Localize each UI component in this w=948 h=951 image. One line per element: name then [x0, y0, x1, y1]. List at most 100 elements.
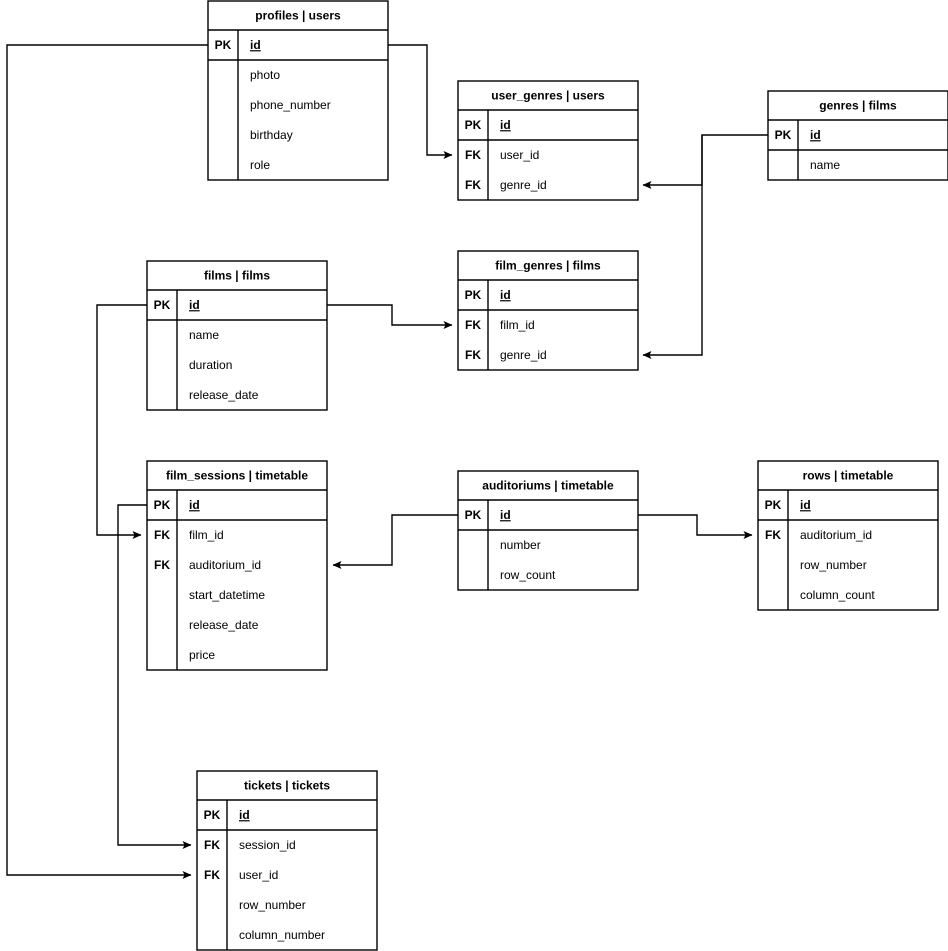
field-name: id: [250, 38, 261, 52]
relationship-connector[interactable]: [642, 135, 703, 359]
field-name: column_number: [239, 928, 325, 942]
relationship-line: [642, 135, 703, 359]
foreign-key-label: FK: [465, 318, 481, 332]
relationship-connector[interactable]: [642, 134, 768, 189]
primary-key-label: PK: [204, 808, 221, 822]
field-name: name: [810, 158, 840, 172]
field-name: phone_number: [250, 98, 331, 112]
entity-box: [207, 0, 389, 181]
entity-title: tickets | tickets: [244, 779, 330, 793]
relationship-line: [638, 514, 753, 539]
field-name: auditorium_id: [800, 528, 872, 542]
entity-box: [196, 770, 378, 951]
entity-field-row[interactable]: PK id: [208, 38, 388, 61]
relationship-connector[interactable]: [332, 514, 458, 569]
primary-key-label: PK: [154, 498, 171, 512]
relationship-connector[interactable]: [638, 514, 753, 539]
entity-field-row[interactable]: column_count: [800, 588, 875, 602]
entity-field-row[interactable]: column_number: [239, 928, 325, 942]
field-name: user_id: [239, 868, 278, 882]
field-name: row_number: [800, 558, 867, 572]
entity-field-row[interactable]: row_number: [800, 558, 867, 572]
relationship-line: [388, 44, 453, 159]
relationship-line: [327, 304, 453, 329]
relationship-connector[interactable]: [327, 304, 453, 329]
field-name: id: [189, 498, 200, 512]
field-name: row_number: [239, 898, 306, 912]
relationship-connector[interactable]: [388, 44, 453, 159]
relationship-connector[interactable]: [96, 304, 147, 539]
entity-field-row[interactable]: duration: [189, 358, 232, 372]
entity-field-row[interactable]: PK id: [768, 128, 948, 151]
field-name: id: [810, 128, 821, 142]
entity-field-row[interactable]: price: [189, 648, 215, 662]
entity-field-row[interactable]: phone_number: [250, 98, 331, 112]
field-name: price: [189, 648, 215, 662]
entity-field-row[interactable]: release_date: [189, 388, 259, 402]
entity-field-row[interactable]: row_count: [500, 568, 556, 582]
entity-field-row[interactable]: role: [250, 158, 270, 172]
field-name: id: [189, 298, 200, 312]
field-name: release_date: [189, 618, 259, 632]
entity-title: profiles | users: [255, 9, 341, 23]
entity-field-row[interactable]: birthday: [250, 128, 293, 142]
entity-field-row[interactable]: release_date: [189, 618, 259, 632]
primary-key-label: PK: [215, 38, 232, 52]
field-name: photo: [250, 68, 280, 82]
entity-field-row[interactable]: row_number: [239, 898, 306, 912]
entity-title: user_genres | users: [491, 89, 605, 103]
relationship-line: [117, 504, 192, 849]
entity-field-row[interactable]: start_datetime: [189, 588, 265, 602]
entity-title: film_sessions | timetable: [166, 469, 308, 483]
entity-field-row[interactable]: PK id: [458, 118, 638, 141]
entity-title: genres | films: [819, 99, 897, 113]
relationship-connector[interactable]: [117, 504, 192, 849]
entity-field-row[interactable]: photo: [250, 68, 280, 82]
field-name: row_count: [500, 568, 556, 582]
foreign-key-label: FK: [204, 838, 220, 852]
primary-key-label: PK: [775, 128, 792, 142]
field-name: column_count: [800, 588, 875, 602]
relationship-line: [332, 514, 458, 569]
relationship-line: [6, 44, 208, 879]
field-name: role: [250, 158, 270, 172]
primary-key-label: PK: [465, 118, 482, 132]
entity-field-row[interactable]: number: [500, 538, 541, 552]
foreign-key-label: FK: [154, 558, 170, 572]
foreign-key-label: FK: [465, 148, 481, 162]
foreign-key-label: FK: [465, 178, 481, 192]
entity-field-row[interactable]: name: [189, 328, 219, 342]
entity-field-row[interactable]: name: [810, 158, 840, 172]
relationship-connector[interactable]: [6, 44, 208, 879]
entity-field-row[interactable]: PK id: [147, 498, 327, 521]
foreign-key-label: FK: [465, 348, 481, 362]
primary-key-label: PK: [465, 288, 482, 302]
relationship-line: [96, 304, 147, 539]
field-name: id: [500, 118, 511, 132]
